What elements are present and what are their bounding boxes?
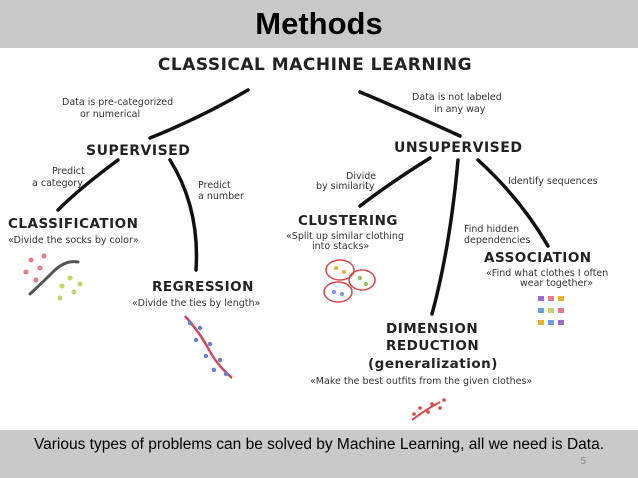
clustering-note-line2: by similarity [316,181,375,192]
supervised-note-line2: or numerical [80,109,140,120]
clustering-illustration [323,259,376,303]
dimension-example: «Make the best outfits from the given cl… [310,376,532,387]
unsupervised-note-line1: Data is not labeled [412,92,502,103]
clustering-note-line1: Divide [346,171,376,182]
regression-note-line1: Predict [198,180,231,191]
edge-unsupervised-dimension [430,158,460,316]
footer-bar: Various types of problems can be solved … [0,430,638,478]
association-example-line2: wear together» [520,278,593,289]
dimension-label-line2: REDUCTION [386,338,479,354]
edge-supervised-classification [56,158,120,212]
clustering-example-line2: into stacks» [312,241,369,252]
regression-illustration [184,315,233,379]
page-number: 5 [580,456,586,467]
association-label: ASSOCIATION [484,250,592,266]
supervised-note-line1: Data is pre-categorized [62,97,173,108]
edge-unsupervised-clustering [358,156,432,208]
slide-title: Methods [255,6,383,41]
root-label: CLASSICAL MACHINE LEARNING [158,55,472,75]
classification-example: «Divide the socks by color» [8,235,139,246]
dimension-note-line2: dependencies [464,235,530,246]
unsupervised-label: UNSUPERVISED [394,140,522,156]
regression-note-line2: a number [198,191,244,202]
dimension-note-line1: Find hidden [464,224,519,235]
regression-label: REGRESSION [152,279,254,295]
clustering-example-line1: «Split up similar clothing [286,231,404,242]
dimension-label-line3: (generalization) [368,356,498,372]
clustering-label: CLUSTERING [298,213,398,229]
classification-illustration [23,253,83,301]
classification-label: CLASSIFICATION [8,216,138,232]
edge-supervised-regression [168,158,199,272]
regression-example: «Divide the ties by length» [132,298,260,309]
connector-lines [56,88,550,316]
dimension-reduction-illustration [411,398,446,421]
classification-note-line1: Predict [52,166,85,177]
title-bar: Methods [0,0,638,48]
association-note-line1: Identify sequences [508,176,598,187]
slide-caption: Various types of problems can be solved … [33,436,605,453]
ml-diagram: CLASSICAL MACHINE LEARNING Data is pre-c… [8,55,608,421]
dimension-label-line1: DIMENSION [386,321,478,337]
classification-note-line2: a category [32,178,83,189]
edge-root-supervised [148,88,250,140]
edge-root-unsupervised [358,90,462,138]
association-illustration [538,296,564,325]
association-example-line1: «Find what clothes I often [486,268,608,279]
supervised-label: SUPERVISED [86,143,190,159]
unsupervised-note-line2: in any way [434,104,486,115]
edge-unsupervised-association [476,158,550,248]
